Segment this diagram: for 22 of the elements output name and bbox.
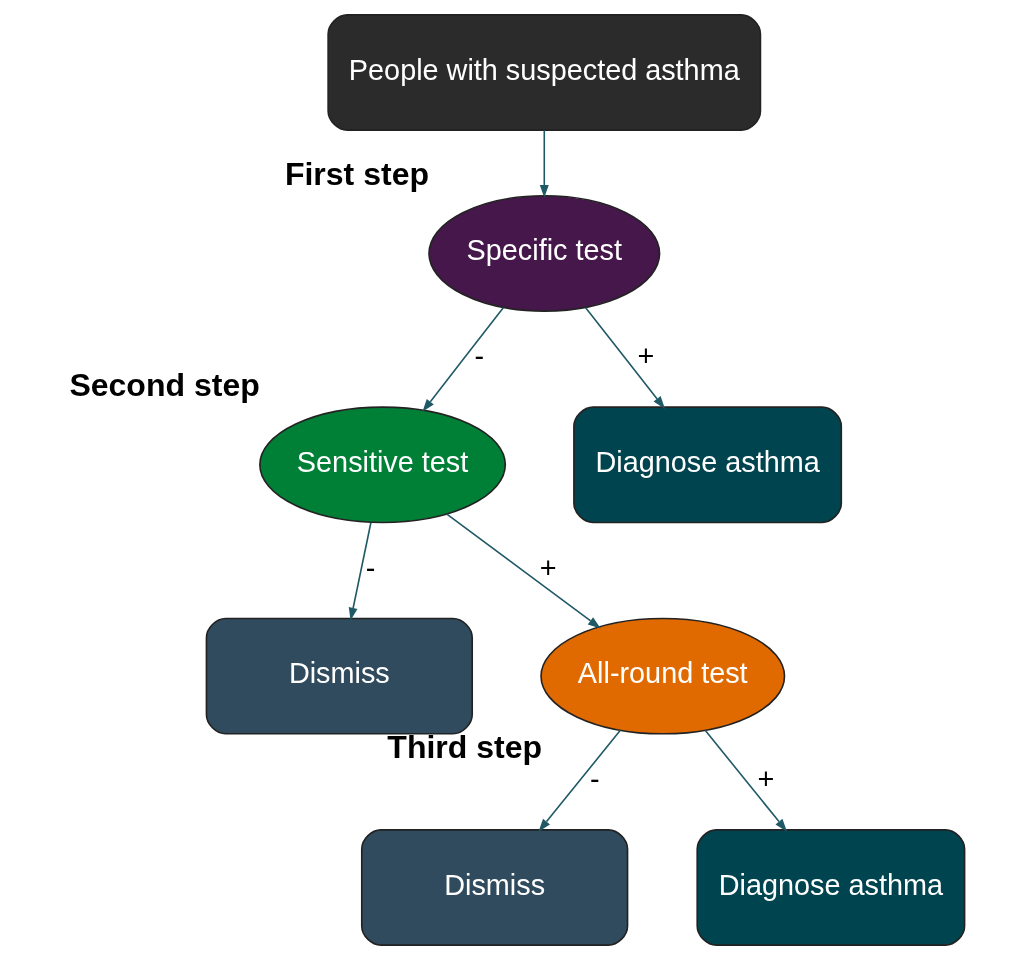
edge-label: + (637, 340, 654, 373)
node-box: Diagnose asthma (695, 829, 965, 946)
node-box: Dismiss (360, 829, 628, 946)
edge-label: + (539, 551, 557, 584)
arrow (445, 513, 601, 629)
edge-label: + (757, 762, 774, 795)
arrow (537, 729, 621, 832)
node-box: People with suspected asthma (326, 14, 761, 131)
edge-label: - (365, 551, 375, 584)
node-box: Dismiss (205, 617, 473, 735)
edge-label: - (589, 762, 600, 795)
arrow (584, 306, 665, 409)
node-label: Second step (68, 366, 260, 403)
arrow (421, 306, 504, 412)
node-label: First step (284, 155, 429, 192)
arrow (703, 729, 787, 832)
node-ellipse: Specific test (427, 195, 660, 312)
node-box: Diagnose asthma (572, 406, 842, 524)
edge-label: - (474, 340, 484, 373)
node-ellipse: Sensitive test (258, 406, 506, 524)
arrow (348, 521, 372, 621)
arrow (539, 129, 549, 198)
